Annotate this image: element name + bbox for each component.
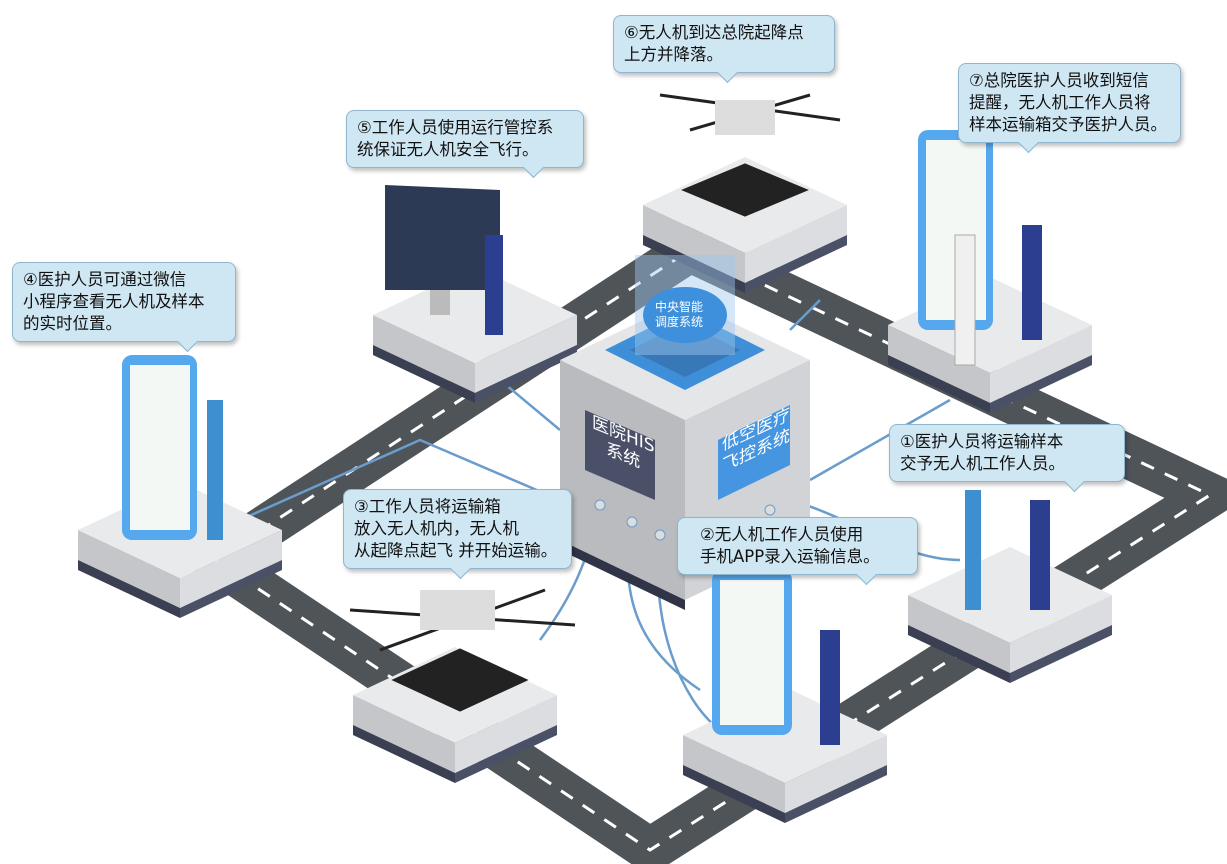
step-4-callout: ④医护人员可通过微信 小程序查看无人机及样本 的实时位置。 [12,262,236,342]
step-7-callout: ⑦总院医护人员收到短信 提醒，无人机工作人员将 样本运输箱交予医护人员。 [958,63,1181,143]
monitor [385,185,500,315]
flight-control-screen [718,405,790,500]
step-2-callout: ②无人机工作人员使用 手机APP录入运输信息。 [677,517,918,575]
step-6-callout: ⑥无人机到达总院起降点 上方并降落。 [613,15,835,73]
step-1-callout: ①医护人员将运输样本 交予无人机工作人员。 [889,424,1125,482]
platform-handover [908,547,1112,683]
platform-monitor [373,267,577,403]
drone-bottom [349,588,576,712]
his-screen [585,410,655,500]
step-5-callout: ⑤工作人员使用运行管控系 统保证无人机安全飞行。 [346,110,584,168]
phones [122,130,993,735]
drone-top [659,93,841,217]
staff-figures [207,225,1050,745]
cloud-icon [643,287,727,343]
drones [349,93,841,712]
cloud-label: 中央智能 调度系统 [655,300,704,329]
step-3-callout: ③工作人员将运输箱 放入无人机内，无人机 从起降点起飞 并开始运输。 [343,489,572,569]
